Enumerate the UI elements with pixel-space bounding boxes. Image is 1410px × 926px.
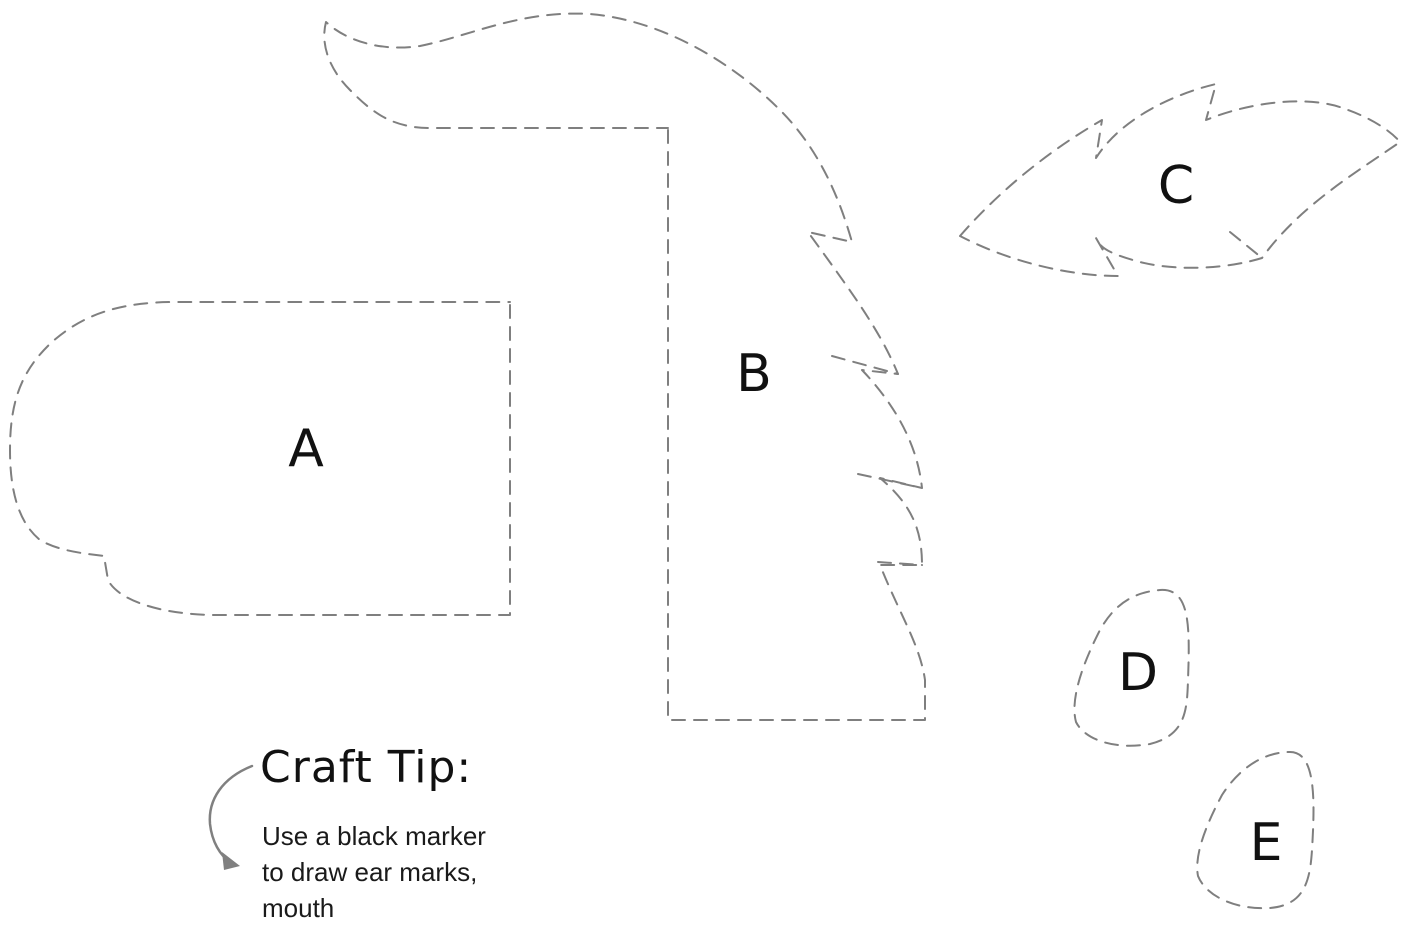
piece-a: A bbox=[9, 301, 511, 616]
piece-b-notch-3 bbox=[877, 561, 923, 566]
piece-c: C bbox=[959, 83, 1401, 277]
piece-b: B bbox=[323, 12, 926, 721]
piece-e: E bbox=[1196, 751, 1315, 910]
craft-tip-line: to draw ear marks, bbox=[262, 857, 478, 887]
craft-tip-title: Craft Tip: bbox=[260, 742, 473, 793]
piece-d-label: D bbox=[1118, 643, 1158, 703]
piece-c-label: C bbox=[1158, 156, 1194, 216]
piece-d: D bbox=[1073, 588, 1190, 747]
piece-b-notch-2 bbox=[831, 355, 899, 375]
piece-e-outline bbox=[1196, 751, 1315, 910]
arrow-head-icon bbox=[222, 852, 240, 870]
piece-c-notch bbox=[1229, 231, 1263, 259]
piece-d-outline bbox=[1073, 588, 1190, 747]
piece-b-outline bbox=[323, 12, 926, 721]
craft-tip-line: mouth bbox=[262, 893, 335, 923]
craft-tip-text: Use a black marker to draw ear marks, mo… bbox=[262, 818, 532, 926]
piece-a-outline bbox=[9, 301, 511, 616]
craft-tip-line: Use a black marker bbox=[262, 821, 486, 851]
piece-b-notch-1 bbox=[857, 473, 923, 489]
curved-arrow-icon bbox=[208, 764, 254, 864]
piece-b-label: B bbox=[736, 344, 772, 404]
piece-a-label: A bbox=[288, 419, 324, 479]
piece-e-label: E bbox=[1250, 813, 1283, 873]
craft-tip-arrow bbox=[208, 764, 254, 870]
piece-c-outline bbox=[959, 83, 1401, 277]
